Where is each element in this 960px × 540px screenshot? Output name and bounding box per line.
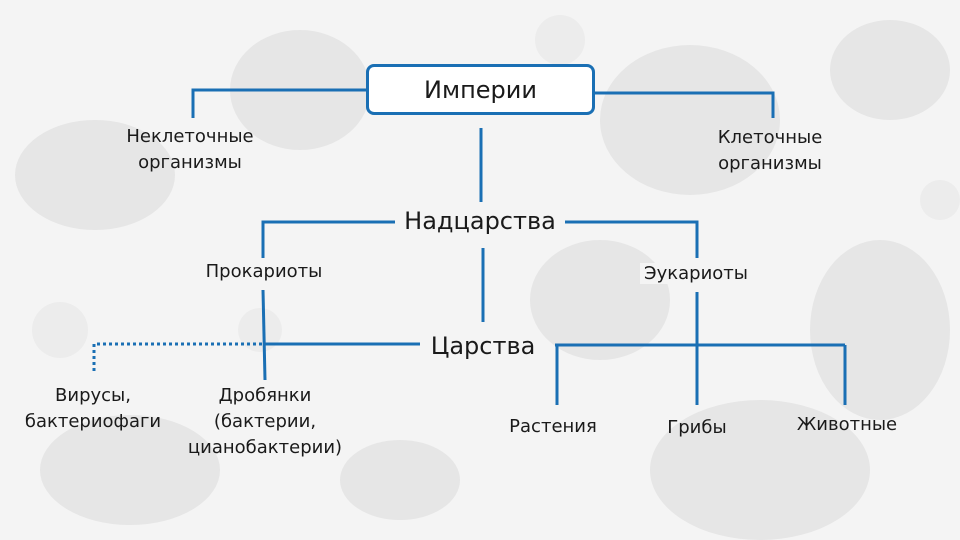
node-prokaryotes: Прокариоты — [184, 259, 344, 285]
connector-prokaryotes-down — [261, 289, 267, 381]
node-bacteria: Дробянки (бактерии, цианобактерии) — [187, 385, 343, 458]
root-label: Империи — [424, 75, 537, 104]
kingdoms-label: Царства — [426, 332, 540, 360]
connector-root-left — [191, 88, 366, 118]
connector-superkingdoms-left — [261, 220, 395, 258]
connector-root-right — [595, 91, 775, 118]
node-kingdoms: Царства — [408, 332, 558, 360]
node-animals: Животные — [796, 414, 898, 435]
eukaryotes-label: Эукариоты — [640, 263, 752, 284]
node-eukaryotes: Эукариоты — [616, 261, 776, 287]
connector-superkingdoms-right — [565, 220, 699, 258]
prokaryotes-label: Прокариоты — [201, 261, 327, 282]
node-left-branch: Неклеточные организмы — [126, 126, 254, 173]
superkingdoms-label: Надцарства — [400, 207, 560, 235]
node-viruses: Вирусы, бактериофаги — [24, 385, 162, 432]
root-node: Империи — [366, 64, 595, 115]
connector-to-viruses-dotted — [92, 342, 262, 372]
node-superkingdoms: Надцарства — [388, 207, 572, 235]
node-right-branch: Клеточные организмы — [717, 127, 823, 174]
node-plants: Растения — [509, 416, 597, 437]
node-fungi: Грибы — [667, 417, 727, 438]
